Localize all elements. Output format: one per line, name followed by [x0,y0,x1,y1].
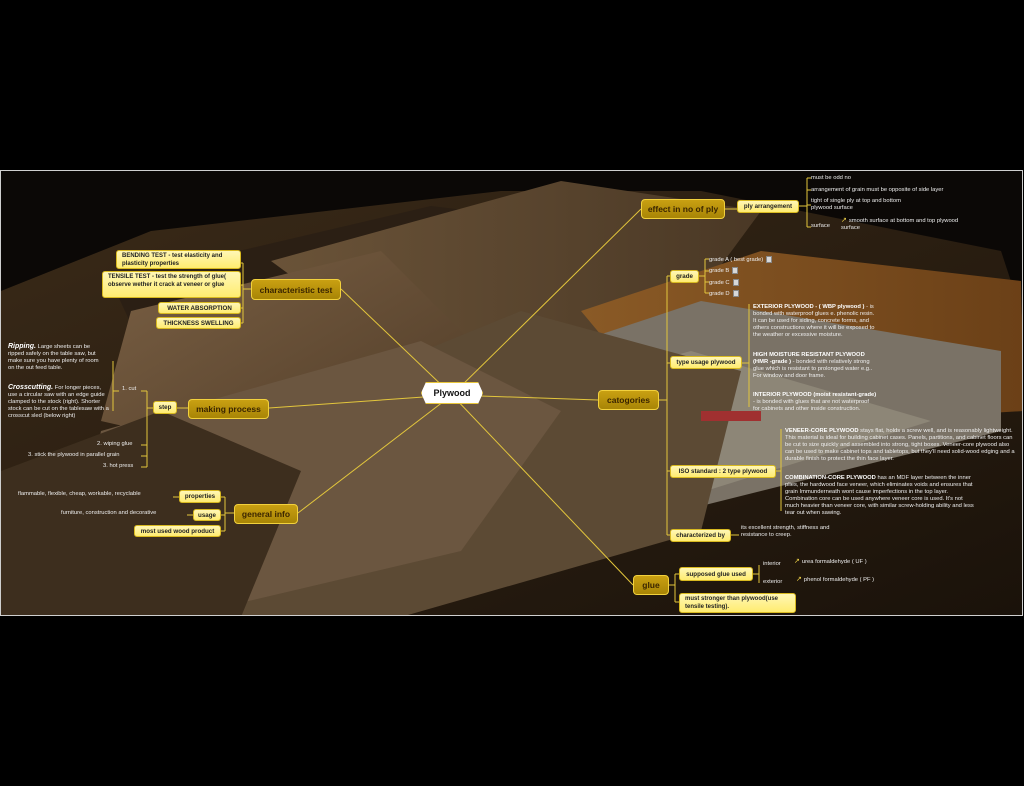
hmr-plywood-note: HIGH MOISTURE RESISTANT PLYWOOD (HMR -gr… [753,352,877,380]
link-arrow-icon: ↗ [796,576,802,583]
node-iso-standard[interactable]: ISO standard : 2 type plywood [670,465,776,478]
grade-c: grade C [709,279,739,287]
note-icon[interactable] [732,290,739,297]
node-usage[interactable]: usage [193,509,221,521]
ripping-note: Ripping. Large sheets can be ripped safe… [8,343,104,372]
step-cut: 1. cut [122,386,137,392]
grade-c-label: grade C [709,280,730,287]
effect-surface-text: ↗smooth surface at bottom and top plywoo… [841,217,961,232]
effect-odd-no: must be odd no [811,175,851,181]
effect-surface-label: surface [811,223,831,229]
effect-grain-arrangement: arrangement of grain must be opposite of… [811,187,944,193]
veneer-title: VENEER-CORE PLYWOOD [785,428,859,434]
combo-title: COMBINATION-CORE PLYWOOD [785,475,876,481]
link-arrow-icon: ↗ [794,558,800,565]
note-icon[interactable] [732,279,739,286]
exterior-text: - is bonded with waterproof glues e. phe… [753,304,875,338]
glue-exterior-label: exterior [763,579,783,585]
note-icon[interactable] [732,267,739,274]
root-node-plywood[interactable]: Plywood [421,382,483,404]
step-hot-press: 3. hot press [103,463,134,469]
grade-b: grade B [709,267,739,275]
glue-interior-label: interior [763,561,781,567]
crosscutting-text: For longer pieces, use a circular saw wi… [8,385,109,419]
node-tensile-test[interactable]: TENSILE TEST - test the strength of glue… [102,271,241,298]
node-glue[interactable]: glue [633,575,669,595]
node-ply-arrangement[interactable]: ply arrangement [737,200,799,213]
effect-tight-ply: tight of single ply at top and bottom pl… [811,198,901,211]
node-characteristic-test[interactable]: characteristic test [251,279,341,300]
interior-plywood-note: INTERIOR PLYWOOD (moist resistant-grade)… [753,392,877,413]
note-icon[interactable] [766,256,773,263]
glue-exterior-text: ↗phenol formaldehyde ( PF ) [796,576,874,584]
node-characterized-by[interactable]: characterized by [670,529,731,542]
crosscutting-title: Crosscutting. [8,384,54,391]
node-supposed-glue-used[interactable]: supposed glue used [679,567,753,581]
veneer-text: stays flat, holds a screw well, and is r… [785,428,1015,462]
grade-b-label: grade B [709,268,730,275]
node-catogories[interactable]: catogories [598,390,659,410]
phenol-text: phenol formaldehyde ( PF ) [803,577,875,583]
combination-core-note: COMBINATION-CORE PLYWOOD has an MDF laye… [785,475,977,517]
node-general-info[interactable]: general info [234,504,298,524]
interior-text: - is bonded with glues that are not wate… [753,399,870,412]
mind-map-canvas: Plywood characteristic test BENDING TEST… [0,170,1023,616]
usage-text: furniture, construction and decorative [61,510,157,516]
combo-text: has an MDF layer between the inner plies… [785,475,974,516]
hmr-title: HIGH MOISTURE RESISTANT PLYWOOD (HMR -gr… [753,352,865,365]
step-stick-plywood: 3. stick the plywood in parallel grain [28,452,120,458]
veneer-core-note: VENEER-CORE PLYWOOD stays flat, holds a … [785,428,1017,463]
surface-text: smooth surface at bottom and top plywood… [841,218,959,231]
connector-lines [112,177,811,603]
urea-text: urea formaldehyde ( UF ) [801,559,867,565]
ripping-text: Large sheets can be ripped safely on the… [8,344,99,371]
node-water-absorption[interactable]: WATER ABSORPTION [158,302,241,314]
exterior-title: EXTERIOR PLYWOOD - ( WBP plywood ) [753,304,865,310]
interior-title: INTERIOR PLYWOOD (moist resistant-grade) [753,392,877,398]
glue-interior-text: ↗urea formaldehyde ( UF ) [794,558,867,566]
exterior-plywood-note: EXTERIOR PLYWOOD - ( WBP plywood ) - is … [753,304,877,339]
node-step[interactable]: step [153,401,177,414]
step-wiping-glue: 2. wiping glue [97,441,133,447]
node-properties[interactable]: properties [179,490,221,503]
node-most-used[interactable]: most used wood product [134,525,221,537]
node-effect-in-no-of-ply[interactable]: effect in no of ply [641,199,725,219]
node-bending-test[interactable]: BENDING TEST - test elasticity and plast… [116,250,241,269]
node-thickness-swelling[interactable]: THICKNESS SWELLING [156,317,241,329]
grade-a: grade A ( best grade) [709,256,773,264]
node-making-process[interactable]: making process [188,399,269,419]
grade-a-label: grade A ( best grade) [709,257,764,264]
characterized-text: its excellent strength, stiffness and re… [741,525,830,538]
ripping-title: Ripping. [8,343,36,350]
crosscutting-note: Crosscutting. For longer pieces, use a c… [8,384,112,420]
node-grade[interactable]: grade [670,270,699,283]
hmr-text: - bonded with relatively strong glue whi… [753,359,873,379]
link-arrow-icon: ↗ [841,217,847,224]
node-type-usage-plywood[interactable]: type usage plywood [670,356,742,369]
grade-d: grade D [709,290,739,298]
node-must-stronger[interactable]: must stronger than plywood(use tensile t… [679,593,796,613]
properties-text: flammable, flexible, cheap, workable, re… [18,491,141,497]
grade-d-label: grade D [709,291,730,298]
